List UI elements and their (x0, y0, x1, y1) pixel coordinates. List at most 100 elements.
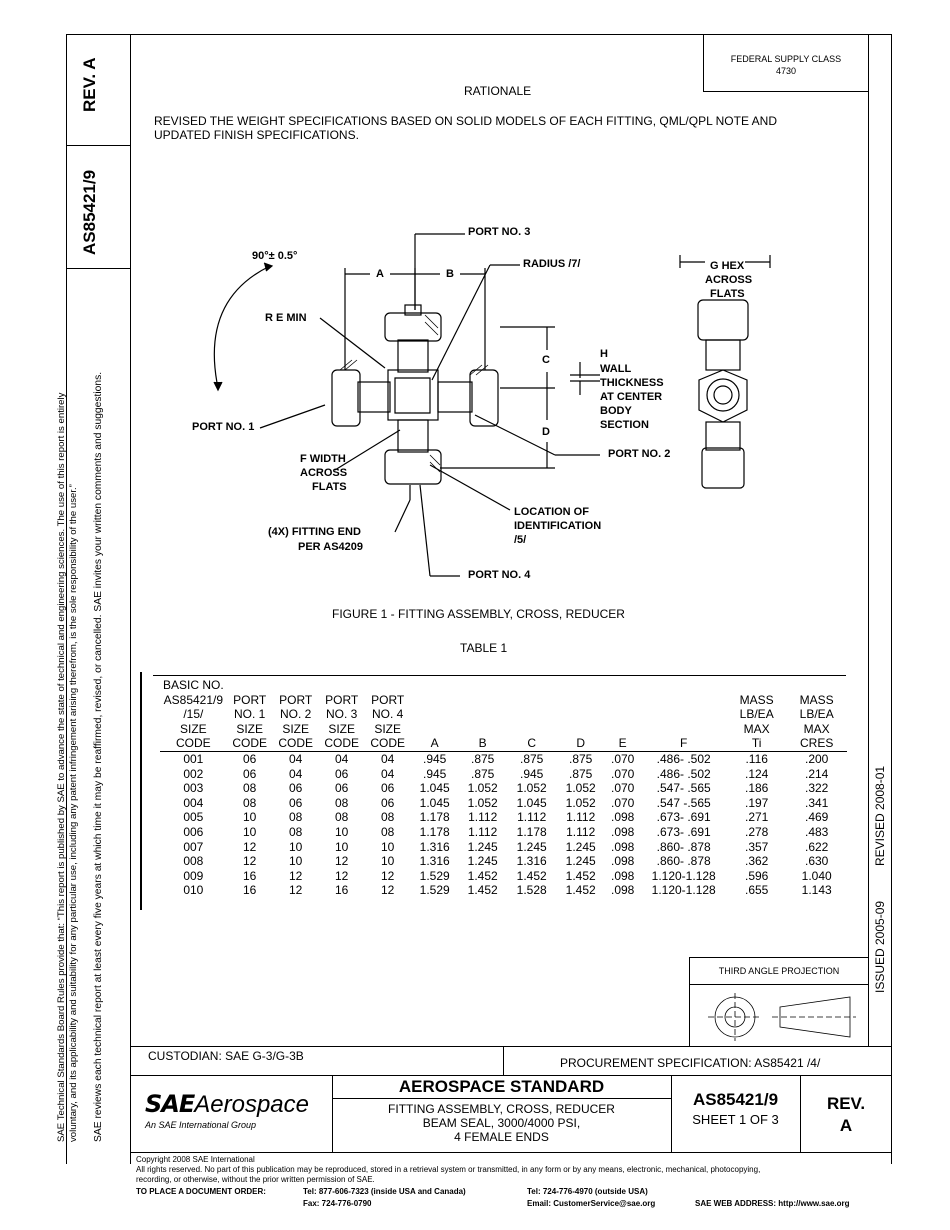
table-cell: .945 (520, 766, 544, 781)
custodian-top-line (130, 1046, 892, 1047)
table-cell: 1.245 (565, 839, 596, 854)
table-header-line: SIZE (282, 721, 310, 736)
table-header-line: PORT (233, 692, 267, 707)
table-cell: 003 (183, 781, 204, 796)
footer-fax: Fax: 724-776-0790 (303, 1199, 372, 1208)
table-cell: 04 (381, 751, 395, 766)
desc-line-2: BEAM SEAL, 3000/4000 PSI, (422, 1116, 581, 1130)
rules-text-line2: voluntary, and its applicability and sui… (68, 484, 79, 1142)
title-doc-number: AS85421/9 (692, 1090, 779, 1109)
label-f-3: FLATS (312, 481, 347, 493)
table-cell: 10 (243, 824, 257, 839)
table-cell: 001 (183, 751, 204, 766)
table-cell: 006 (183, 824, 204, 839)
side-rev: REV. A (80, 57, 99, 113)
table-cell: 1.529 (419, 868, 450, 883)
federal-supply-line2: 4730 (775, 66, 797, 76)
footer-web[interactable]: SAE WEB ADDRESS: http://www.sae.org (695, 1199, 850, 1208)
table-cell: .875 (520, 751, 544, 766)
table-cell: 08 (335, 810, 349, 825)
projection-divider (689, 984, 869, 985)
label-re-min: R E MIN (265, 312, 307, 324)
sae-logo-sub: An SAE International Group (145, 1120, 257, 1130)
label-port-1: PORT NO. 1 (192, 421, 255, 433)
table-cell: 10 (381, 839, 395, 854)
figure-caption: FIGURE 1 - FITTING ASSEMBLY, CROSS, REDU… (332, 607, 625, 621)
table-cell: 1.245 (467, 839, 498, 854)
table-cell: .875 (471, 766, 495, 781)
table-left-bar (140, 672, 142, 910)
table-header-cell: D (557, 678, 605, 751)
table-cell: 1.178 (419, 810, 450, 825)
table-header-line: PORT (279, 692, 313, 707)
table-header-line: Ti (751, 736, 762, 751)
table-header-line: CODE (232, 736, 268, 751)
table-cell: 04 (289, 751, 303, 766)
table-header-line: D (576, 736, 586, 751)
table-cell: 007 (183, 839, 204, 854)
table-cell: 12 (335, 854, 349, 869)
table-cell: 1.045 (516, 795, 547, 810)
table-cell: 06 (381, 795, 395, 810)
projection-box (689, 957, 869, 1047)
table-cell: .596 (745, 868, 769, 883)
title-rev-label: REV. (826, 1094, 866, 1113)
label-radius: RADIUS /7/ (523, 258, 581, 270)
table-cell: 1.045 (419, 781, 450, 796)
rules-text-line1: SAE Technical Standards Board Rules prov… (56, 392, 67, 1142)
table-cell: .875 (471, 751, 495, 766)
custodian-divider (503, 1046, 504, 1075)
table-cell: 1.120-1.128 (651, 883, 716, 898)
standard-title: AEROSPACE STANDARD (398, 1077, 605, 1096)
table-cell: .200 (805, 751, 829, 766)
label-fit-1: (4X) FITTING END (268, 526, 361, 538)
table-cell: 16 (335, 883, 349, 898)
footer-email[interactable]: Email: CustomerService@sae.org (527, 1199, 656, 1208)
frame-right-inner-line (868, 34, 869, 1046)
table-header-line: MASS (739, 692, 774, 707)
table-cell: 10 (335, 824, 349, 839)
table-cell: 1.452 (516, 868, 547, 883)
title-block-div-2 (671, 1075, 672, 1152)
title-block-div-3 (800, 1075, 801, 1152)
table-header-line: SIZE (180, 721, 207, 736)
custodian-bottom-line (130, 1075, 892, 1076)
table-cell: .469 (805, 810, 829, 825)
table-cell: 1.112 (566, 824, 596, 839)
title-block-div-1 (332, 1075, 333, 1152)
label-loc-3: /5/ (514, 534, 527, 546)
table-cell: 1.045 (419, 795, 450, 810)
table-header-line: PORT (371, 692, 405, 707)
table-cell: .070 (611, 751, 635, 766)
table-cell: 06 (381, 781, 395, 796)
table-cell: 06 (289, 781, 303, 796)
table-cell: 10 (289, 854, 303, 869)
table-cell: 12 (289, 868, 303, 883)
table-cell: 1.452 (467, 883, 498, 898)
table-header-line: BASIC NO. (163, 678, 224, 692)
table-cell: 1.120-1.128 (651, 868, 716, 883)
table-cell: 1.052 (565, 795, 596, 810)
table-cell: 10 (381, 854, 395, 869)
table-cell: .098 (611, 810, 635, 825)
table-header-line: MAX (803, 721, 830, 736)
table-cell: .860- .878 (656, 854, 711, 869)
title-rev-value: A (839, 1116, 853, 1135)
table-cell: 008 (183, 854, 204, 869)
table-cell: 06 (335, 766, 349, 781)
procurement-text: PROCUREMENT SPECIFICATION: AS85421 /4/ (560, 1056, 821, 1070)
table-cell: 1.528 (516, 883, 547, 898)
table-cell: .486- .502 (656, 751, 711, 766)
table-header-line: /15/ (183, 707, 204, 722)
table-cell: 12 (289, 883, 303, 898)
table-cell: 002 (183, 766, 204, 781)
side-box-divider-2 (66, 268, 131, 269)
table-header-line: F (680, 736, 688, 751)
